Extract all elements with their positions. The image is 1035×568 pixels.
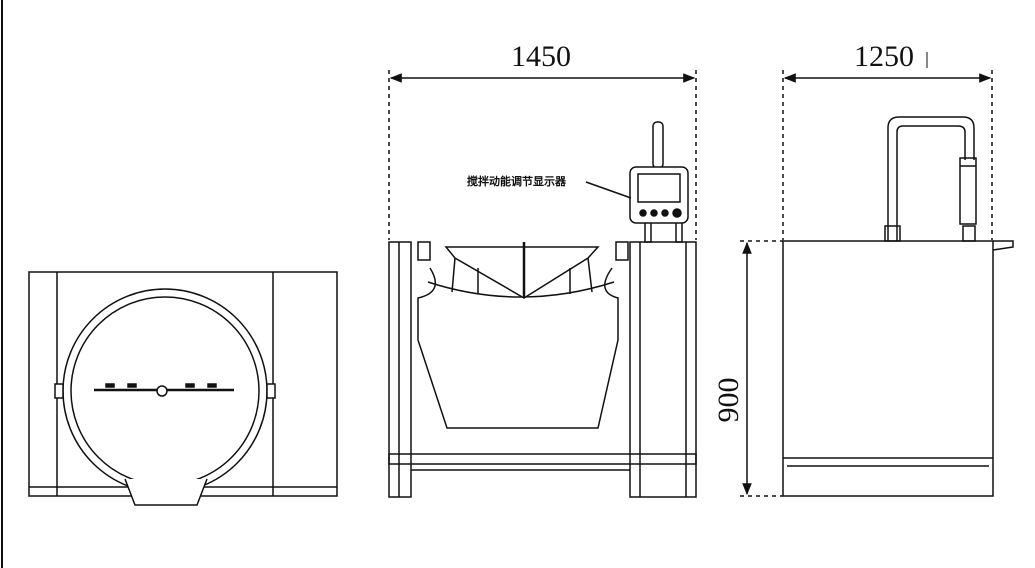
control-display-box	[629, 166, 689, 224]
antenna	[652, 121, 664, 169]
side-depth-dimension-value: 1250	[854, 40, 914, 73]
top-view-hub	[156, 385, 168, 397]
front-right-leg	[629, 241, 697, 498]
front-base-beam	[388, 453, 697, 465]
front-view	[388, 70, 697, 498]
front-width-dimension-value: 1450	[511, 40, 571, 73]
top-view-spout	[124, 478, 208, 506]
front-stirring-paddle	[444, 246, 600, 299]
side-display-column	[959, 157, 977, 225]
top-view	[28, 271, 338, 506]
display-label-leader	[585, 181, 632, 199]
side-height-dimension-value: 900	[712, 378, 745, 423]
control-display-screen	[637, 173, 681, 203]
side-support-tube	[887, 116, 975, 241]
side-view	[740, 70, 1014, 497]
control-display-label: 搅拌动能调节显示器	[467, 174, 567, 188]
front-left-leg	[388, 241, 412, 498]
